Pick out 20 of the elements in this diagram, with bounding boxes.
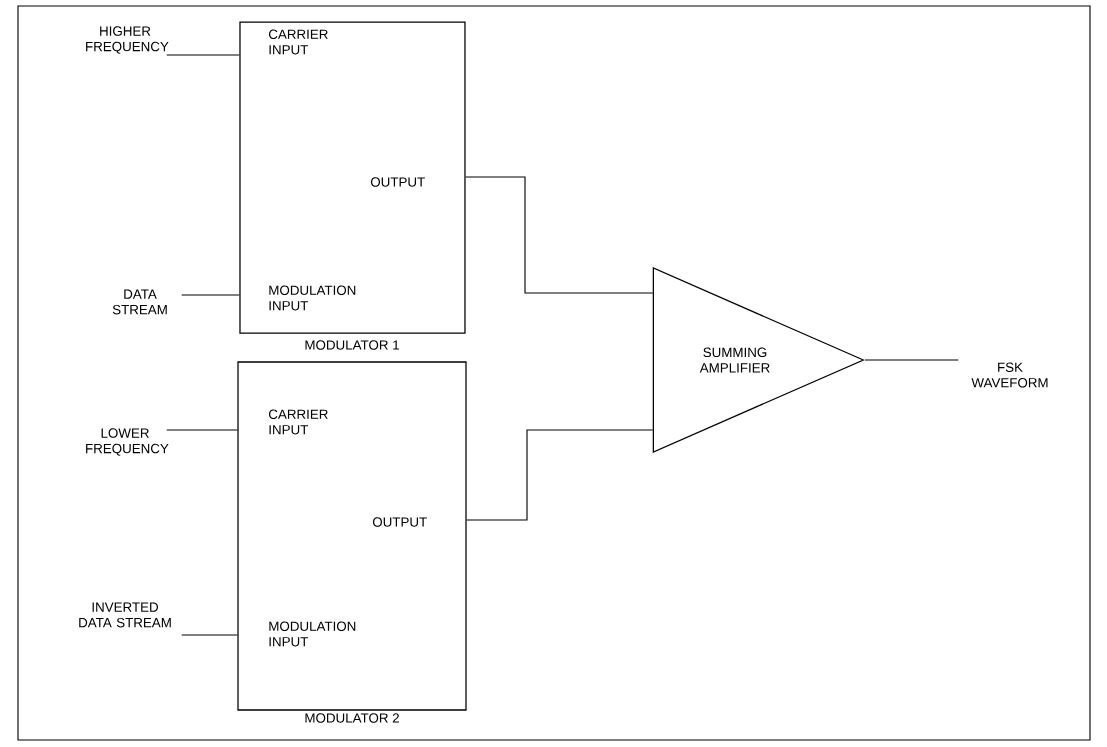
block-caption: MODULATOR 1 bbox=[305, 340, 399, 350]
connector-line bbox=[181, 294, 240, 296]
connector-line bbox=[166, 429, 238, 431]
input-label: DATA STREAM bbox=[112, 289, 167, 315]
port-label: MODULATION INPUT bbox=[269, 621, 356, 647]
input-label: HIGHER FREQUENCY bbox=[86, 26, 169, 54]
connector-line bbox=[466, 429, 654, 521]
port-label: CARRIER INPUT bbox=[268, 409, 328, 435]
input-label: INVERTED DATA STREAM bbox=[79, 602, 171, 628]
connector-line bbox=[166, 54, 240, 56]
connector-line bbox=[465, 176, 654, 294]
input-label: FSK WAVEFORM bbox=[971, 362, 1048, 388]
connector-line bbox=[864, 359, 959, 361]
port-label: OUTPUT bbox=[372, 517, 427, 527]
connector-line bbox=[181, 634, 238, 636]
port-label: CARRIER INPUT bbox=[268, 29, 328, 55]
port-label: OUTPUT bbox=[370, 177, 425, 187]
block-caption: MODULATOR 2 bbox=[305, 713, 399, 723]
port-label: MODULATION INPUT bbox=[269, 285, 356, 311]
input-label: LOWER FREQUENCY bbox=[86, 428, 169, 456]
